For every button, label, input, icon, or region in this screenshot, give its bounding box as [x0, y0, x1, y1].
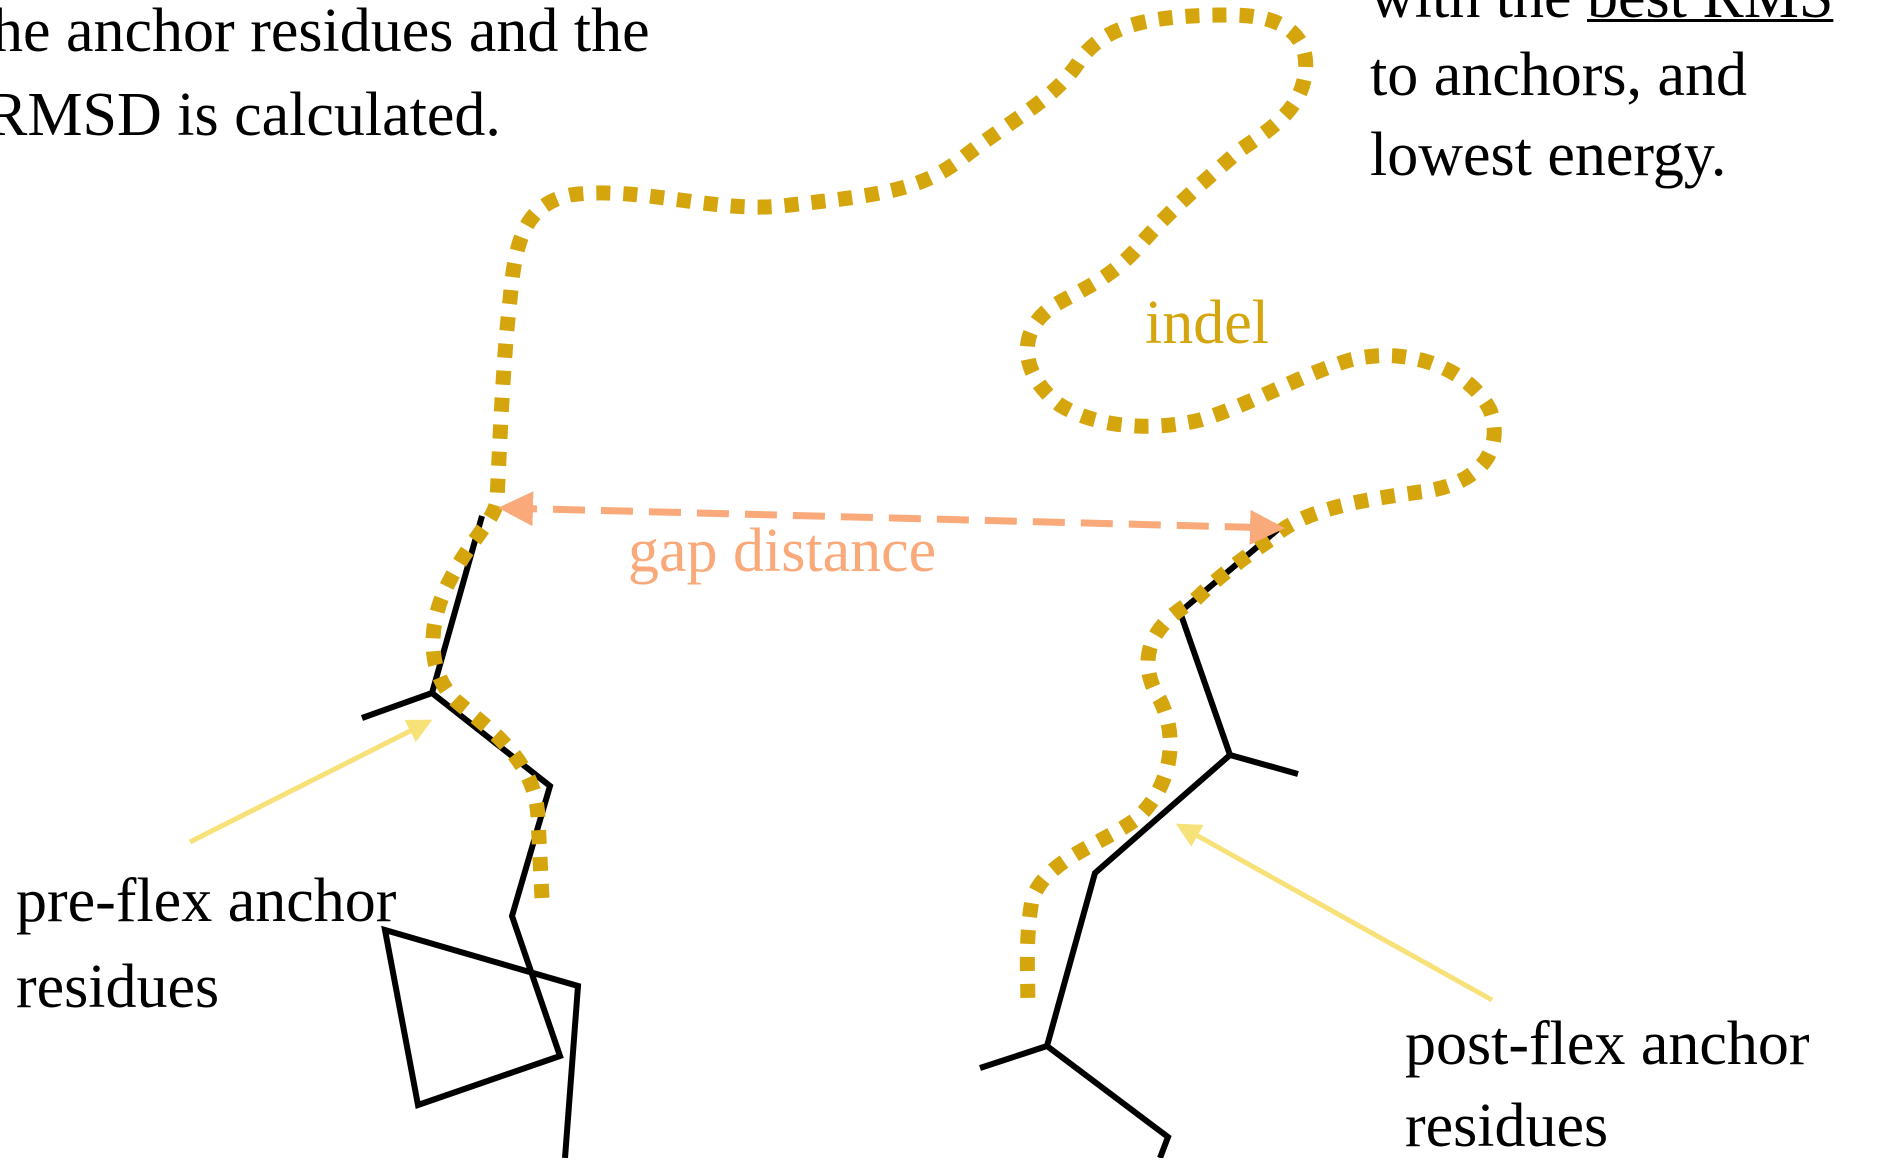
pre-flex-side-chain	[360, 690, 434, 721]
top-right-text-underlined: best RMS	[1587, 0, 1833, 31]
post-flex-backbone	[979, 523, 1299, 1158]
post-flex-side-chain-upper	[1229, 752, 1299, 777]
post-flex-label-line-2: residues	[1405, 1092, 1609, 1160]
top-right-text-prefix: with the	[1370, 0, 1587, 31]
indel-label: indel	[1145, 289, 1269, 357]
top-left-text-line-2: RMSD is calculated.	[0, 81, 501, 149]
pre-flex-pointer-arrow	[188, 719, 433, 845]
top-left-text-line-1: he anchor residues and the	[0, 0, 650, 65]
post-flex-label-line-1: post-flex anchor	[1405, 1010, 1810, 1078]
top-right-text-line-2: to anchors, and	[1370, 41, 1748, 109]
top-right-text-line-3: lowest energy.	[1370, 121, 1727, 189]
pre-flex-backbone	[360, 515, 582, 1158]
pre-flex-label-line-2: residues	[16, 953, 220, 1021]
gap-distance-label: gap distance	[628, 517, 937, 585]
post-flex-side-chain-lower	[979, 1043, 1048, 1071]
top-right-text-line-1: with the best RMS	[1370, 0, 1833, 38]
pre-flex-backbone-chain	[381, 515, 582, 1158]
indel-loop	[425, 7, 1502, 1011]
gap-distance-arrow	[498, 491, 1285, 545]
post-flex-pointer-arrow	[1175, 823, 1494, 1003]
pre-flex-label-line-1: pre-flex anchor	[16, 867, 397, 935]
